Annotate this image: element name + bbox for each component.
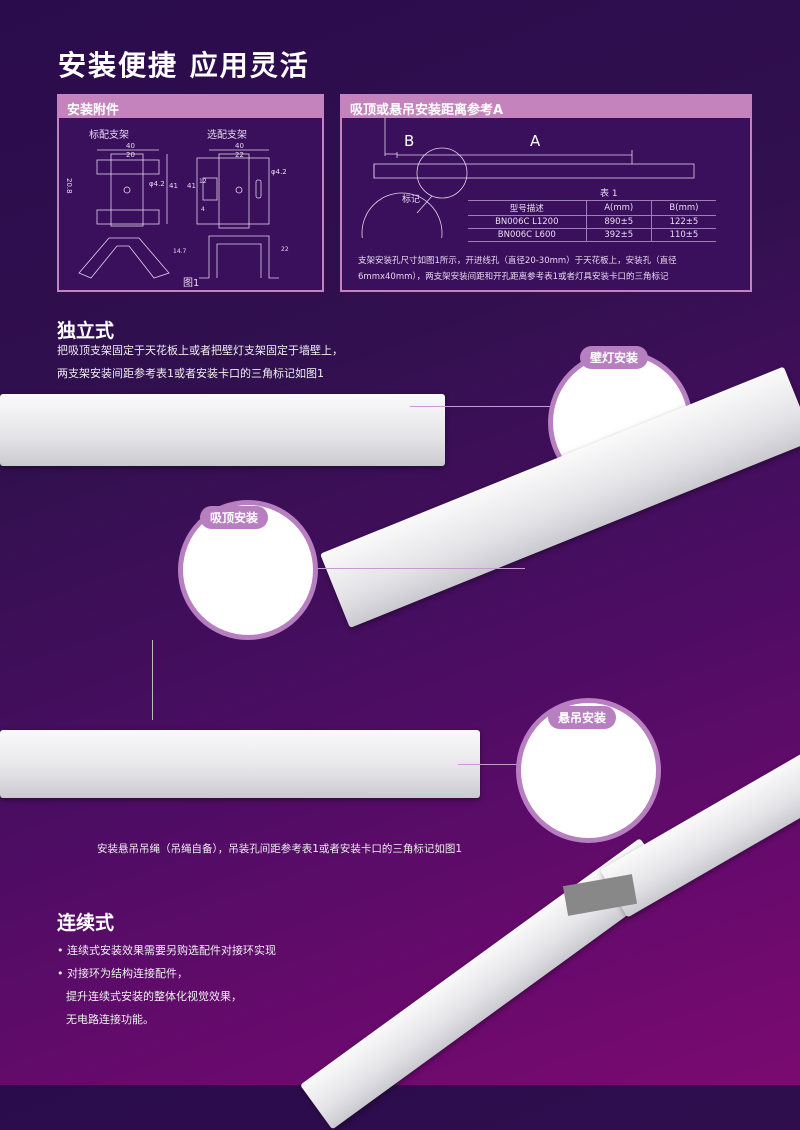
ceiling-mount-label: 吸顶安装: [200, 506, 269, 529]
cell: 890±5: [585, 215, 652, 229]
dim-hole-std: φ4.2: [149, 180, 165, 188]
continuous-cont-2: 无电路连接功能。: [66, 1013, 154, 1026]
lamp-distance-drawing: [361, 118, 695, 238]
dim-height-std: 20.8: [65, 178, 73, 194]
standard-bracket-label: 标配支架: [89, 130, 129, 141]
label-a: A: [530, 132, 541, 150]
standalone-heading: 独立式: [57, 320, 115, 342]
continuous-bullet-1: • 连续式安装效果需要另购选配件对接环实现: [57, 944, 276, 957]
distance-header: 吸顶或悬吊安装距离参考A: [342, 96, 750, 118]
bracket-drawings: [78, 149, 279, 279]
wall-mount-label: 壁灯安装: [580, 346, 649, 369]
suspended-lamp-image: [0, 730, 480, 798]
dim-width-opt: 40: [235, 142, 244, 150]
dim-offset: 4: [201, 206, 205, 213]
continuous-cont-1: 提升连续式安装的整体化视觉效果，: [66, 990, 242, 1003]
suspend-mount-label: 悬吊安装: [548, 706, 617, 729]
suspend-note: 安装悬吊吊绳（吊绳自备），吊装孔间距参考表1或者安装卡口的三角标记如图1: [97, 843, 463, 855]
accessories-header: 安装附件: [59, 96, 322, 118]
page-title: 安装便捷 应用灵活: [58, 49, 310, 82]
label-b: B: [404, 132, 415, 150]
cell: BN006C L1200: [468, 215, 587, 229]
ceiling-callout-line: [310, 568, 525, 569]
dim-height-opt: 41: [187, 182, 196, 190]
install-note-2: 6mmx40mm），两支架安装间距和开孔距离参考表1或者灯具安装卡口的三角标记: [358, 272, 669, 282]
mark-label: 标记: [402, 195, 421, 205]
dim-inner-std: 20: [126, 151, 135, 159]
column-header: 型号描述: [468, 200, 587, 216]
wall-lamp-image: [0, 394, 445, 466]
optional-bracket-label: 选配支架: [207, 130, 247, 141]
cell: 122±5: [650, 215, 716, 229]
standalone-line-2: 两支架安装间距参考表1或者安装卡口的三角标记如图1: [57, 367, 324, 380]
figure-label: 图1: [183, 278, 200, 289]
continuous-heading: 连续式: [57, 912, 115, 934]
cell: BN006C L600: [468, 228, 587, 242]
continuous-bullet-2: • 对接环为结构连接配件，: [57, 967, 188, 980]
dim-height-std-41: 41: [169, 182, 178, 190]
dim-h-opt: 22: [281, 246, 289, 253]
dim-slot: 12: [199, 178, 207, 185]
cell: 392±5: [585, 228, 652, 242]
column-header: A(mm): [585, 200, 652, 216]
dim-hole-opt: φ4.2: [271, 168, 287, 176]
standalone-line-1: 把吸顶支架固定于天花板上或者把壁灯支架固定于墙壁上，: [57, 344, 343, 357]
suspension-cable: [152, 640, 153, 720]
column-header: B(mm): [650, 200, 716, 216]
bullet-text: 对接环为结构连接配件，: [67, 967, 188, 980]
wall-callout-line: [410, 406, 550, 407]
dim-width-std: 40: [126, 142, 135, 150]
dim-inner-opt: 22: [235, 151, 244, 159]
install-note-1: 支架安装孔尺寸如图1所示，开进线孔（直径20-30mm）于天花板上，安装孔（直径: [358, 256, 677, 266]
cell: 110±5: [650, 228, 716, 242]
suspend-callout-line: [458, 764, 518, 765]
bullet-text: 连续式安装效果需要另购选配件对接环实现: [67, 944, 276, 957]
table-title: 表 1: [600, 189, 618, 199]
accessories-panel: 安装附件 标配支架 选配支架 20.8 40 20 41 φ4.2 40 22 …: [57, 94, 324, 292]
dim-h-std: 14.7: [173, 248, 187, 255]
